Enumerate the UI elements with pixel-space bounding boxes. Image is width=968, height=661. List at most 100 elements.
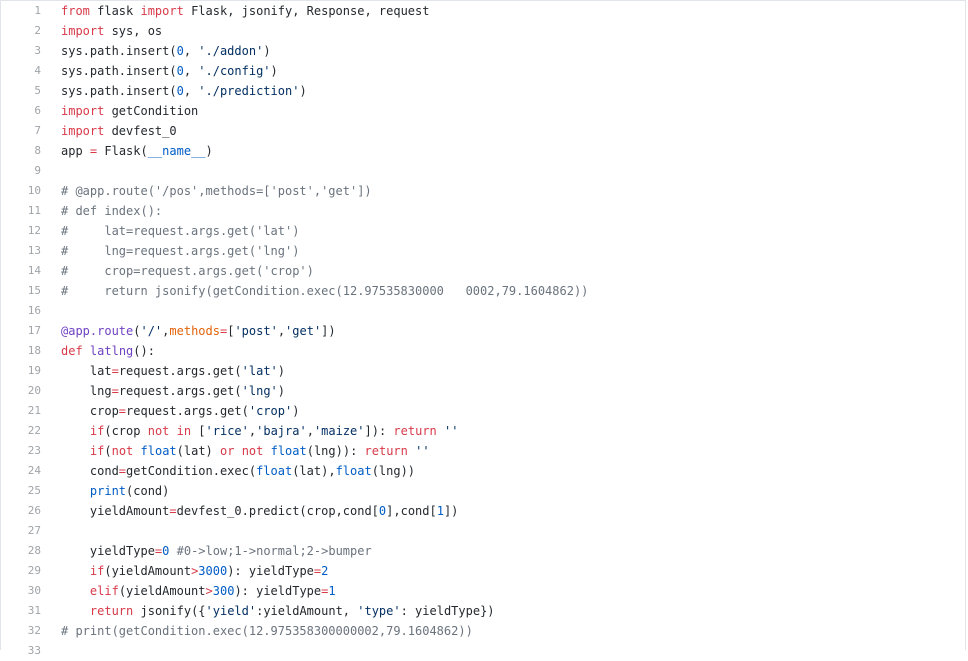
line-number[interactable]: 13 (27, 244, 41, 257)
code-token: if (89, 564, 105, 578)
code-token: return (393, 424, 437, 438)
code-token: # @app.route('/pos',methods=['post','get… (61, 184, 372, 198)
code-token: '' (415, 444, 430, 458)
code-text: # crop=request.args.get('crop') (61, 261, 965, 281)
line-number[interactable]: 1 (34, 4, 41, 17)
line-number[interactable]: 5 (34, 84, 41, 97)
line-number[interactable]: 15 (27, 284, 41, 297)
code-token: lat (61, 364, 112, 378)
line-number[interactable]: 4 (34, 64, 41, 77)
code-text: yieldType=0 #0->low;1->normal;2->bumper (61, 541, 965, 561)
line-number[interactable]: 21 (27, 404, 41, 417)
code-token: 3000 (198, 564, 228, 578)
code-text: sys.path.insert(0, './addon') (61, 41, 965, 61)
code-token: 'yield' (205, 604, 257, 618)
code-token: 'bajra' (256, 424, 307, 438)
code-token: sys.path.insert( (61, 44, 177, 58)
code-token: sys.path.insert( (61, 84, 177, 98)
code-token: , (162, 324, 170, 338)
code-text: print(cond) (61, 481, 965, 501)
code-text: sys.path.insert(0, './config') (61, 61, 965, 81)
code-line: 9 (1, 161, 965, 181)
code-text: # lat=request.args.get('lat') (61, 221, 965, 241)
code-token: request.args.get( (126, 404, 249, 418)
line-number[interactable]: 18 (27, 344, 41, 357)
line-number[interactable]: 14 (27, 264, 41, 277)
line-number[interactable]: 12 (27, 224, 41, 237)
code-text: lat=request.args.get('lat') (61, 361, 965, 381)
code-text: import sys, os (61, 21, 965, 41)
code-text: elif(yieldAmount>300): yieldType=1 (61, 581, 965, 601)
line-number[interactable]: 2 (34, 24, 41, 37)
line-number[interactable]: 8 (34, 144, 41, 157)
code-text: @app.route('/',methods=['post','get']) (61, 321, 965, 341)
code-token: request.args.get( (118, 364, 242, 378)
line-number[interactable]: 31 (27, 604, 41, 617)
code-token: ) (270, 64, 278, 78)
line-number[interactable]: 26 (27, 504, 41, 517)
line-number[interactable]: 7 (34, 124, 41, 137)
code-token: Flask, jsonify, Response, request (183, 4, 430, 18)
code-token: methods (169, 324, 220, 338)
line-number[interactable]: 24 (27, 464, 41, 477)
code-token (61, 424, 90, 438)
code-token: import (61, 124, 105, 138)
code-token: , (248, 424, 257, 438)
line-number[interactable]: 25 (27, 484, 41, 497)
code-token: getCondition (104, 104, 199, 118)
code-text: # return jsonify(getCondition.exec(12.97… (61, 281, 965, 301)
code-token: 'crop' (248, 404, 293, 418)
code-token: flask (89, 4, 141, 18)
line-number[interactable]: 28 (27, 544, 41, 557)
code-token: (): (133, 344, 155, 358)
code-token: sys.path.insert( (61, 64, 177, 78)
code-token: lng (61, 384, 112, 398)
line-number[interactable]: 11 (27, 204, 41, 217)
line-number[interactable]: 22 (27, 424, 41, 437)
line-number[interactable]: 27 (27, 524, 41, 537)
code-line: 14 # crop=request.args.get('crop') (1, 261, 965, 281)
line-number[interactable]: 16 (27, 304, 41, 317)
code-line: 24 cond=getCondition.exec(float(lat),flo… (1, 461, 965, 481)
line-number[interactable]: 23 (27, 444, 41, 457)
code-token: sys, os (104, 24, 163, 38)
code-token: 'lat' (241, 364, 278, 378)
code-token: import (140, 4, 184, 18)
line-number[interactable]: 33 (27, 644, 41, 657)
code-token: = (219, 324, 228, 338)
line-number[interactable]: 30 (27, 584, 41, 597)
code-line: 13# lng=request.args.get('lng') (1, 241, 965, 261)
line-number[interactable]: 32 (27, 624, 41, 637)
code-line: 12 # lat=request.args.get('lat') (1, 221, 965, 241)
line-number[interactable]: 6 (34, 104, 41, 117)
code-token (437, 424, 444, 438)
line-number[interactable]: 20 (27, 384, 41, 397)
code-token: = (111, 384, 119, 398)
code-token: return (89, 604, 134, 618)
code-token: float (140, 444, 177, 458)
code-token: def (61, 344, 83, 358)
code-token (61, 444, 90, 458)
code-text: # @app.route('/pos',methods=['post','get… (61, 181, 965, 201)
code-text: from flask import Flask, jsonify, Respon… (61, 1, 965, 21)
code-token: (lat) (176, 444, 220, 458)
code-line: 22 if(crop not in ['rice','bajra','maize… (1, 421, 965, 441)
line-number[interactable]: 19 (27, 364, 41, 377)
line-number[interactable]: 29 (27, 564, 41, 577)
line-number[interactable]: 10 (27, 184, 41, 197)
code-token: cond (61, 464, 119, 478)
code-token: './prediction' (198, 84, 300, 98)
code-line: 11# def index(): (1, 201, 965, 221)
line-number[interactable]: 9 (34, 164, 41, 177)
line-number[interactable]: 3 (34, 44, 41, 57)
code-token: getCondition.exec( (126, 464, 257, 478)
code-token (169, 544, 176, 558)
code-token: float (270, 444, 307, 458)
code-token: if (89, 424, 105, 438)
line-number[interactable]: 17 (27, 324, 41, 337)
code-line: 31 return jsonify({'yield':yieldAmount, … (1, 601, 965, 621)
